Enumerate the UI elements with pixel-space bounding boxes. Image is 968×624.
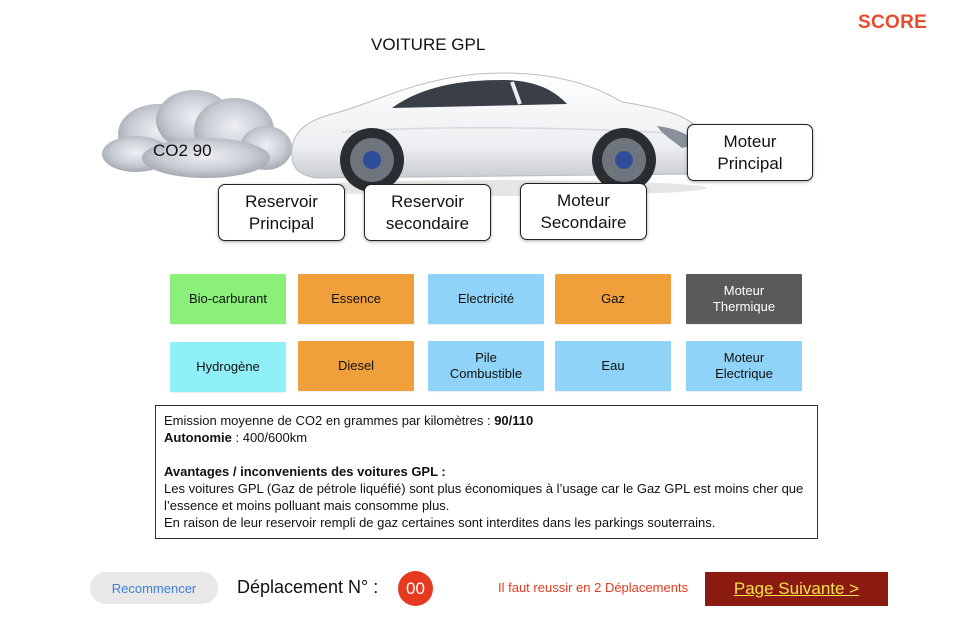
tile-hydrogene[interactable]: Hydrogène [170, 342, 286, 392]
slot-reservoir-principal[interactable]: Reservoir Principal [218, 184, 345, 241]
tile-gaz[interactable]: Gaz [555, 274, 671, 324]
slot-moteur-secondaire[interactable]: Moteur Secondaire [520, 183, 647, 240]
next-page-button[interactable]: Page Suivante > [705, 572, 888, 606]
emission-value: 90/110 [494, 413, 534, 428]
page-title: VOITURE GPL [371, 35, 486, 54]
autonomy-line: Autonomie : 400/600km [164, 429, 809, 446]
smoke-cloud-image [102, 90, 292, 178]
restart-button[interactable]: Recommencer [90, 572, 218, 604]
tile-pile-combustible[interactable]: Pile Combustible [428, 341, 544, 391]
slot-moteur-principal[interactable]: Moteur Principal [687, 124, 813, 181]
tile-moteur-electrique[interactable]: Moteur Electrique [686, 341, 802, 391]
autonomy-label: Autonomie [164, 430, 232, 445]
tile-bio-carburant[interactable]: Bio-carburant [170, 274, 286, 324]
score-label: SCORE [858, 12, 928, 33]
pros-cons-title: Avantages / inconvenients des voitures G… [164, 464, 446, 479]
co2-emission-label: CO2 90 [153, 141, 212, 160]
emission-text: Emission moyenne de CO2 en grammes par k… [164, 413, 495, 428]
move-counter-badge: 00 [398, 571, 433, 606]
info-box: Emission moyenne de CO2 en grammes par k… [155, 405, 818, 539]
info-paragraph-1: Les voitures GPL (Gaz de pétrole liquéfi… [164, 481, 804, 513]
tile-electricite[interactable]: Electricité [428, 274, 544, 324]
tile-essence[interactable]: Essence [298, 274, 414, 324]
tile-moteur-thermique[interactable]: Moteur Thermique [686, 274, 802, 324]
moves-hint: Il faut reussir en 2 Déplacements [498, 580, 689, 595]
slot-reservoir-secondaire[interactable]: Reservoir secondaire [364, 184, 491, 241]
autonomy-value: : 400/600km [231, 430, 308, 445]
tile-diesel[interactable]: Diesel [298, 341, 414, 391]
tile-eau[interactable]: Eau [555, 341, 671, 391]
emission-line: Emission moyenne de CO2 en grammes par k… [164, 412, 809, 429]
info-paragraph-2: En raison de leur reservoir rempli de ga… [164, 515, 716, 530]
move-count-label: Déplacement N° : [237, 577, 379, 597]
